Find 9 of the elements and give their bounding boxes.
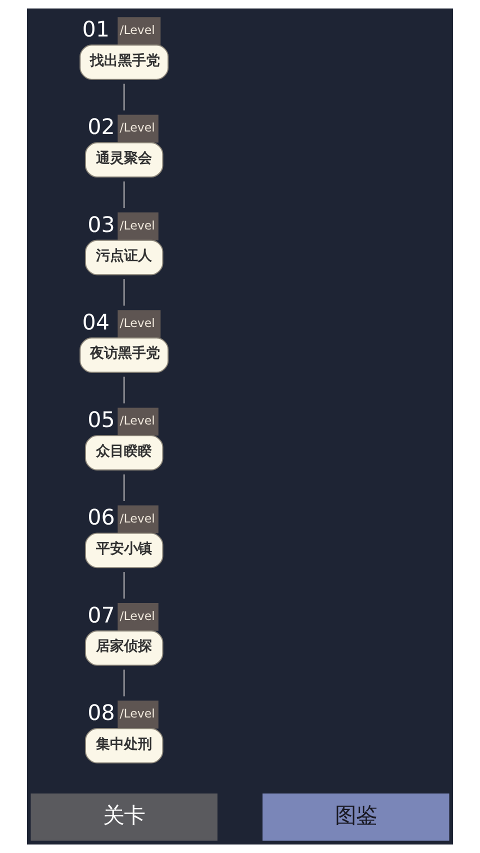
connector [123, 572, 125, 599]
connector [123, 84, 125, 110]
connector [123, 279, 125, 306]
connector [123, 376, 125, 404]
connector [123, 670, 125, 696]
node-box: 关卡 [30, 793, 218, 841]
node-box: 图鉴 [262, 793, 450, 841]
connector [123, 474, 125, 501]
connector [123, 181, 125, 208]
